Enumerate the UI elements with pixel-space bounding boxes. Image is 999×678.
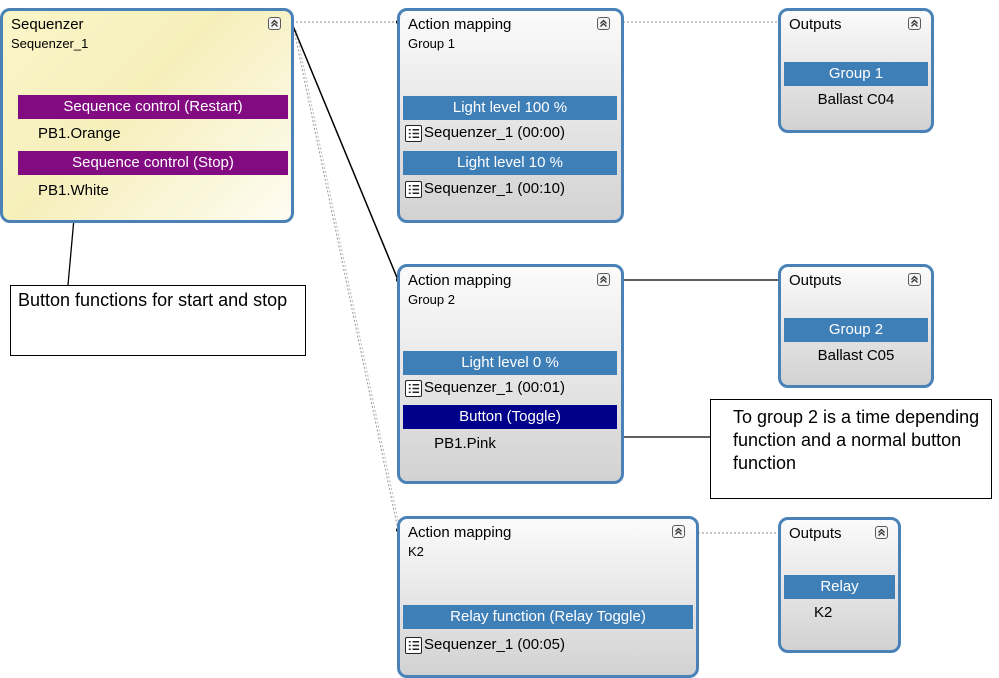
sequence-control-restart[interactable]: Sequence control (Restart) xyxy=(18,95,288,119)
link-sequencer-am3 xyxy=(293,29,399,531)
sequencer-step-row: Sequenzer_1 (00:05) xyxy=(403,633,693,657)
collapse-icon[interactable] xyxy=(597,17,610,30)
row-label: Sequenzer_1 (00:05) xyxy=(424,636,565,653)
action-mapping-node-group2[interactable]: Action mapping Group 2 Light level 0 % S… xyxy=(397,264,624,484)
light-level-10[interactable]: Light level 10 % xyxy=(403,151,617,175)
node-title: Action mapping xyxy=(408,272,512,289)
sequencer-step-row: Sequenzer_1 (00:01) xyxy=(403,376,617,400)
link-sequencer-am3-b xyxy=(295,29,401,531)
action-mapping-node-group1[interactable]: Action mapping Group 1 Light level 100 %… xyxy=(397,8,624,223)
node-title: Outputs xyxy=(789,16,842,33)
sequence-control-stop[interactable]: Sequence control (Stop) xyxy=(18,151,288,175)
list-icon xyxy=(405,124,422,142)
collapse-icon[interactable] xyxy=(597,273,610,286)
collapse-icon[interactable] xyxy=(268,17,281,30)
output-group[interactable]: Relay xyxy=(784,575,895,599)
node-title: Outputs xyxy=(789,525,842,542)
collapse-icon[interactable] xyxy=(908,17,921,30)
sequencer-node[interactable]: Sequenzer Sequenzer_1 Sequence control (… xyxy=(0,8,294,223)
outputs-node-group2[interactable]: Outputs Group 2 Ballast C05 xyxy=(778,264,934,388)
output-item: K2 xyxy=(814,604,833,621)
outputs-node-group1[interactable]: Outputs Group 1 Ballast C04 xyxy=(778,8,934,133)
row-label: Sequenzer_1 (00:00) xyxy=(424,124,565,141)
relay-function-toggle[interactable]: Relay function (Relay Toggle) xyxy=(403,605,693,629)
node-title: Outputs xyxy=(789,272,842,289)
node-title: Action mapping xyxy=(408,524,512,541)
pb1-pink: PB1.Pink xyxy=(434,435,496,452)
output-group[interactable]: Group 2 xyxy=(784,318,928,342)
callout-group2: To group 2 is a time depending function … xyxy=(710,399,992,499)
list-icon xyxy=(405,636,422,654)
collapse-icon[interactable] xyxy=(875,526,888,539)
list-icon xyxy=(405,379,422,397)
node-title: Action mapping xyxy=(408,16,512,33)
node-subtitle: Group 2 xyxy=(408,292,455,307)
link-sequencer-am2 xyxy=(292,25,399,281)
row-label: Sequenzer_1 (00:01) xyxy=(424,379,565,396)
output-item: Ballast C05 xyxy=(817,347,895,364)
pb1-orange: PB1.Orange xyxy=(38,125,121,142)
node-title: Sequenzer xyxy=(11,16,84,33)
light-level-0[interactable]: Light level 0 % xyxy=(403,351,617,375)
callout-start-stop: Button functions for start and stop xyxy=(10,285,306,356)
light-level-100[interactable]: Light level 100 % xyxy=(403,96,617,120)
pb1-white: PB1.White xyxy=(38,182,109,199)
list-icon xyxy=(405,180,422,198)
collapse-icon[interactable] xyxy=(908,273,921,286)
button-toggle[interactable]: Button (Toggle) xyxy=(403,405,617,429)
sequencer-step-row: Sequenzer_1 (00:00) xyxy=(403,121,617,145)
action-mapping-node-k2[interactable]: Action mapping K2 Relay function (Relay … xyxy=(397,516,699,678)
row-label: Sequenzer_1 (00:10) xyxy=(424,180,565,197)
outputs-node-relay[interactable]: Outputs Relay K2 xyxy=(778,517,901,653)
node-subtitle: K2 xyxy=(408,544,424,559)
node-subtitle: Group 1 xyxy=(408,36,455,51)
output-item: Ballast C04 xyxy=(817,91,895,108)
collapse-icon[interactable] xyxy=(672,525,685,538)
sequencer-step-row: Sequenzer_1 (00:10) xyxy=(403,177,617,201)
node-subtitle: Sequenzer_1 xyxy=(11,36,89,51)
output-group[interactable]: Group 1 xyxy=(784,62,928,86)
